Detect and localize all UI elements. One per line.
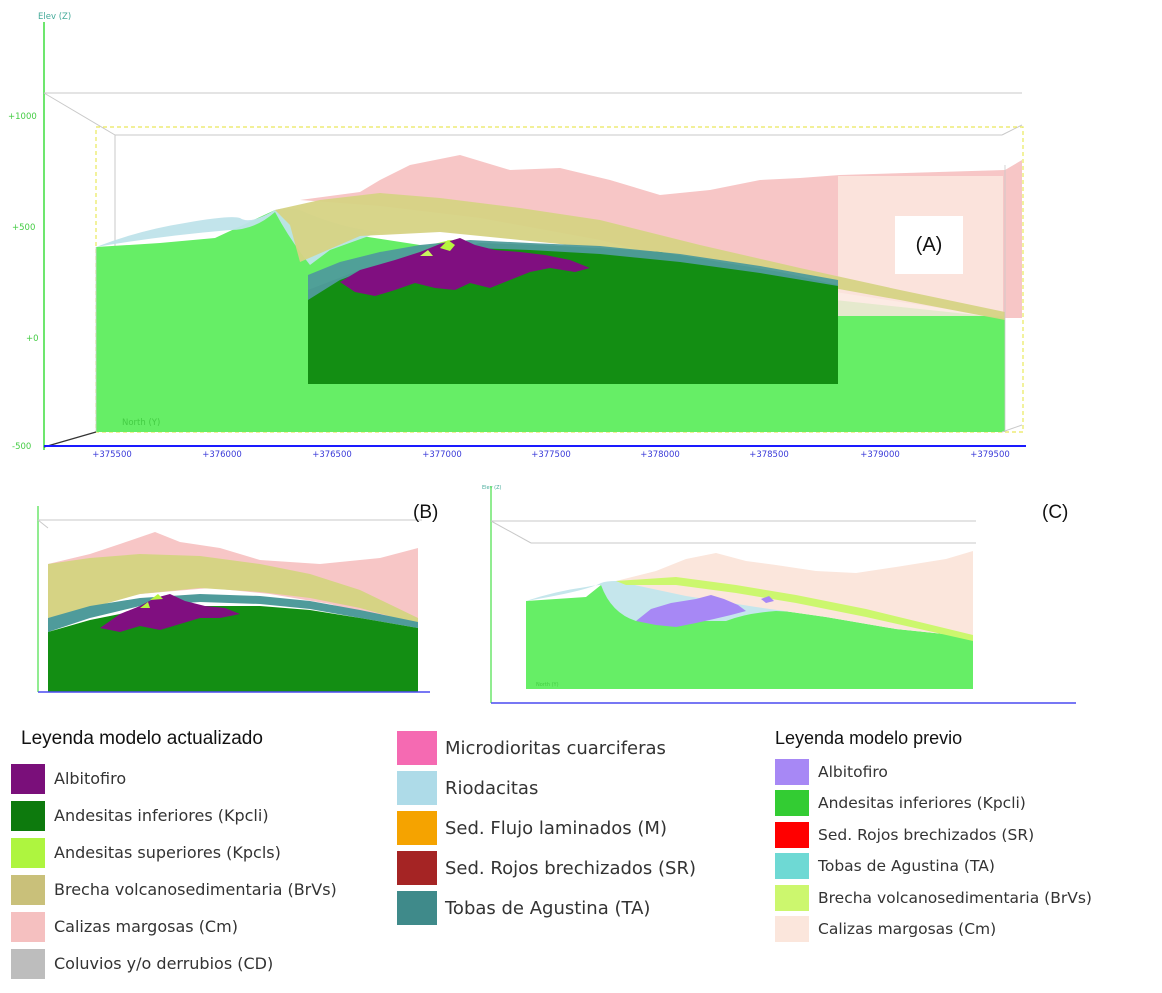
- panel-b-section: [37, 506, 430, 693]
- panel-a-tobas: [308, 240, 838, 300]
- panel-a-label: (A): [915, 233, 943, 256]
- panel-c-z-axis-label: Elev (Z): [482, 485, 502, 491]
- swatch-brecha-prev: [775, 884, 809, 911]
- swatch-sed-flujo: [397, 811, 437, 845]
- z-tick-label: -500: [12, 442, 31, 452]
- x-tick-label: +377500: [531, 450, 571, 460]
- legend-label: Albitofiro: [818, 762, 888, 781]
- legend-label: Brecha volcanosedimentaria (BrVs): [818, 888, 1092, 907]
- legend-label: Riodacitas: [445, 777, 539, 799]
- legend-label: Microdioritas cuarciferas: [445, 737, 666, 759]
- swatch-calizas: [11, 911, 45, 942]
- legend-item: Brecha volcanosedimentaria (BrVs): [775, 882, 1092, 914]
- swatch-tobas: [397, 891, 437, 925]
- legend-label: Sed. Flujo laminados (M): [445, 817, 667, 839]
- legend-label: Calizas margosas (Cm): [54, 917, 238, 936]
- x-tick-label: +377000: [422, 450, 462, 460]
- legend-item: Andesitas superiores (Kpcls): [11, 834, 337, 871]
- legend-item: Microdioritas cuarciferas: [397, 728, 696, 768]
- legend-item: Albitofiro: [775, 756, 1092, 788]
- legend-label: Andesitas inferiores (Kpcli): [54, 806, 269, 825]
- swatch-andesitas-superiores: [11, 837, 45, 868]
- z-tick-label: +500: [12, 223, 35, 233]
- legend-label: Sed. Rojos brechizados (SR): [818, 825, 1035, 844]
- legend-item: Riodacitas: [397, 768, 696, 808]
- swatch-albitofiro: [11, 763, 45, 794]
- legend-item: Sed. Flujo laminados (M): [397, 808, 696, 848]
- panel-a-z-axis-label: Elev (Z): [38, 12, 71, 22]
- legend-label: Sed. Rojos brechizados (SR): [445, 857, 696, 879]
- swatch-sed-rojos-prev: [775, 821, 809, 848]
- x-tick-label: +376500: [312, 450, 352, 460]
- legend-item: Tobas de Agustina (TA): [775, 851, 1092, 883]
- swatch-albitofiro-prev: [775, 758, 809, 785]
- legend-item: Andesitas inferiores (Kpcli): [775, 788, 1092, 820]
- legend-item: Tobas de Agustina (TA): [397, 888, 696, 928]
- legend-label: Brecha volcanosedimentaria (BrVs): [54, 880, 337, 899]
- legend-item: Sed. Rojos brechizados (SR): [397, 848, 696, 888]
- legend-label: Albitofiro: [54, 769, 127, 788]
- legend-item: Brecha volcanosedimentaria (BrVs): [11, 871, 337, 908]
- legend-label: Calizas margosas (Cm): [818, 920, 997, 939]
- panel-a-section: Elev (Z) North (Y): [38, 12, 1026, 450]
- panel-c-label: (C): [1042, 502, 1069, 523]
- panel-a-label-box: (A): [895, 216, 963, 274]
- panel-a-z-ticks: +1000 +500 +0 -500: [8, 112, 39, 452]
- x-tick-label: +379000: [860, 450, 900, 460]
- legend-label: Tobas de Agustina (TA): [818, 857, 995, 876]
- legend-updated-title: Leyenda modelo actualizado: [21, 728, 263, 749]
- swatch-riodacitas: [397, 771, 437, 805]
- legend-middle: Microdioritas cuarciferas Riodacitas Sed…: [397, 728, 696, 928]
- legend-item: Calizas margosas (Cm): [775, 914, 1092, 946]
- swatch-calizas-prev: [775, 916, 809, 943]
- panel-a-north-label: North (Y): [122, 418, 160, 428]
- legend-item: Calizas margosas (Cm): [11, 908, 337, 945]
- legend-item: Coluvios y/o derrubios (CD): [11, 945, 337, 982]
- panel-a-brecha: [275, 193, 1005, 320]
- panel-c-north-label: North (Y): [536, 682, 559, 688]
- panel-c-section: Elev (Z) North (Y): [482, 485, 1076, 704]
- legend-label: Coluvios y/o derrubios (CD): [54, 954, 274, 973]
- swatch-sed-rojos: [397, 851, 437, 885]
- legend-label: Andesitas inferiores (Kpcli): [818, 794, 1026, 813]
- swatch-tobas-prev: [775, 853, 809, 880]
- x-tick-label: +379500: [970, 450, 1010, 460]
- legend-updated-model: Leyenda modelo actualizado Albitofiro An…: [11, 728, 337, 982]
- swatch-andesitas-inferiores: [11, 800, 45, 831]
- legend-item: Andesitas inferiores (Kpcli): [11, 797, 337, 834]
- legend-previous-title: Leyenda modelo previo: [775, 728, 963, 748]
- swatch-coluvios: [11, 948, 45, 979]
- legend-label: Tobas de Agustina (TA): [445, 897, 651, 919]
- swatch-brecha: [11, 874, 45, 905]
- x-tick-label: +378500: [749, 450, 789, 460]
- legend-item: Sed. Rojos brechizados (SR): [775, 819, 1092, 851]
- z-tick-label: +1000: [8, 112, 37, 122]
- legend-previous-model: Leyenda modelo previo Albitofiro Andesit…: [775, 728, 1092, 945]
- x-tick-label: +376000: [202, 450, 242, 460]
- x-tick-label: +378000: [640, 450, 680, 460]
- panel-a-x-ticks: +375500 +376000 +376500 +377000 +377500 …: [92, 450, 1010, 460]
- swatch-microdioritas: [397, 731, 437, 765]
- x-tick-label: +375500: [92, 450, 132, 460]
- z-tick-label: +0: [26, 334, 39, 344]
- swatch-andesitas-prev: [775, 790, 809, 817]
- legend-item: Albitofiro: [11, 760, 337, 797]
- panel-a-albitofiro: [340, 238, 590, 296]
- panel-b-label: (B): [413, 502, 439, 523]
- legend-label: Andesitas superiores (Kpcls): [54, 843, 281, 862]
